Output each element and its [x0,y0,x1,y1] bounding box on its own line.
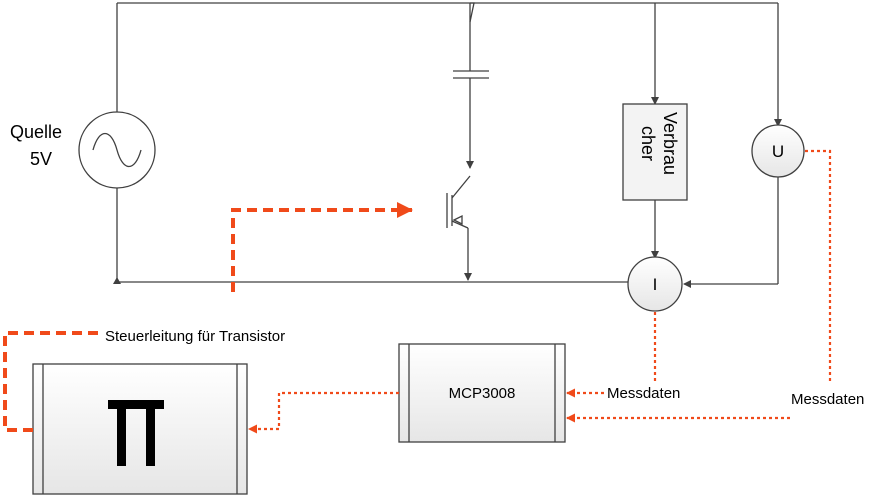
transistor-emitter-arrow-icon [452,214,463,226]
source-label-line1: Quelle [10,122,62,142]
adc-chip: MCP3008 [398,343,566,443]
adc-label: MCP3008 [449,385,516,402]
transistor [446,175,471,229]
transistor-collector-leg [451,175,471,199]
source-label-line2: 5V [30,149,52,169]
consumer-box: Verbrau cher [622,103,688,201]
consumer-label-line1: Verbrau [660,112,680,175]
measurement-label-adc: Messdaten [607,385,680,402]
adc-to-pi-line [248,391,399,434]
junction-tick-icon [469,2,475,23]
controller-box [32,363,248,495]
ammeter: I [627,256,683,312]
consumer-label-line2: cher [638,126,658,161]
circuit-wires [116,2,782,288]
sine-wave-icon [92,132,142,168]
ammeter-symbol: I [653,275,658,294]
measurement-label-right: Messdaten [791,391,864,408]
control-line-upper [231,202,413,292]
adc-input-label-bg [605,383,695,403]
voltmeter-symbol: U [772,142,784,161]
control-line-label: Steuerleitung für Transistor [105,328,285,345]
voltmeter: U [751,124,805,178]
voltmeter-signal-down-line [805,149,832,381]
capacitor [453,70,489,79]
transistor-emitter-leg [451,220,469,229]
ammeter-to-adc-line [566,312,657,398]
ground-marker-icon [113,277,121,284]
right-input-label-bg [789,388,875,408]
ac-source [78,111,156,189]
control-label-bg [104,325,316,345]
pi-icon [108,400,164,466]
